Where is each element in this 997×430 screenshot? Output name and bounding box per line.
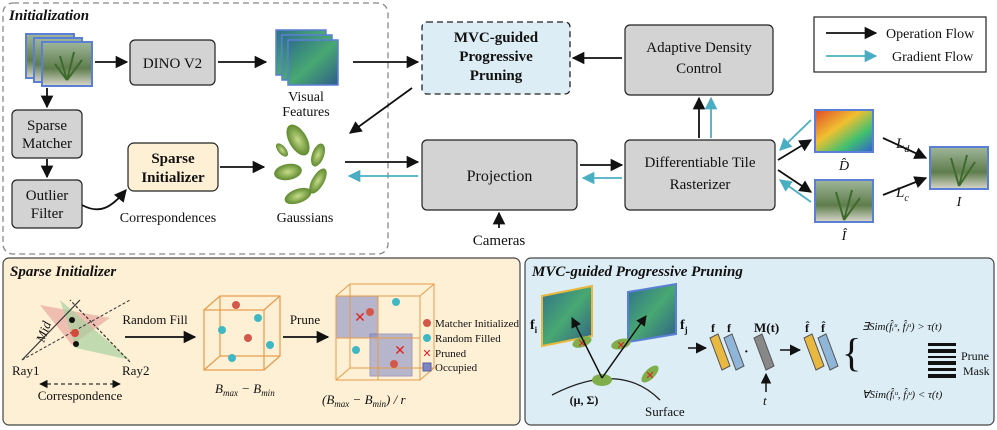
masked-pair-label: f̂ — [805, 321, 810, 335]
ground-truth-label: I — [956, 195, 963, 210]
operation-arrows — [345, 51, 928, 228]
mvc-pruning-label-2: Progressive — [459, 49, 533, 65]
correspondences-label: Correspondences — [120, 211, 216, 226]
masked-feature-vectors — [803, 333, 839, 371]
image-hat-label: Î — [841, 227, 848, 244]
brace: { — [842, 330, 861, 375]
input-images — [25, 33, 93, 87]
visual-features-icon — [275, 29, 339, 86]
rasterizer-box — [624, 139, 776, 211]
cond-exists: ∃Sim(f̂ᵢᵘ, f̂ⱼᵘ) > τ(t) — [862, 320, 942, 333]
sparse-matcher-label-2: Matcher — [22, 136, 72, 152]
visual-features-label-1: Visual — [288, 90, 324, 105]
legend-occupied-icon — [422, 362, 432, 372]
mt-label: M(t) — [754, 320, 779, 335]
legend-matcher-label: Matcher Initialized — [435, 318, 519, 330]
gaussians-label: Gaussians — [277, 211, 334, 226]
bounds-cube — [203, 295, 281, 371]
random-filled-points — [218, 301, 274, 362]
legend-box — [813, 16, 987, 73]
feature-vectors — [709, 333, 745, 371]
sparse-matcher-label-1: Sparse — [27, 118, 67, 134]
projection-box — [421, 139, 578, 211]
cameras-label: Cameras — [473, 233, 526, 249]
legend-random-dot — [423, 334, 431, 342]
outlier-filter-label-1: Outlier — [26, 188, 69, 204]
depth-render-image — [814, 109, 874, 153]
bounds-label: Bmax − Bmin — [215, 381, 275, 398]
prune-mask-label-1: Prune — [961, 349, 989, 363]
legend-occupied-label: Occupied — [435, 362, 478, 374]
voxel-grid: ✕ ✕ — [335, 283, 435, 381]
rasterizer-label-2: Rasterizer — [670, 177, 731, 193]
fj-label: fj — [680, 318, 688, 335]
legend-pruned-label: Pruned — [435, 348, 467, 360]
prune-mask-label-2: Mask — [963, 364, 990, 378]
dot-op: · — [744, 345, 749, 360]
ray2-label: Ray2 — [122, 363, 149, 378]
svg-text:✕: ✕ — [354, 310, 366, 326]
initialization-title: Initialization — [8, 8, 89, 24]
projection-label: Projection — [467, 168, 533, 185]
feature-pair-label: f — [711, 321, 716, 335]
ray1-label: Ray1 — [12, 363, 39, 378]
outlier-filter-label-2: Filter — [31, 206, 64, 222]
mask-vector — [753, 333, 775, 371]
sparse-panel-title: Sparse Initializer — [10, 264, 116, 280]
visual-features-label-2: Features — [282, 105, 329, 120]
legend-operation-label: Operation Flow — [886, 27, 975, 42]
adaptive-density-box — [624, 24, 774, 96]
surface-label: Surface — [645, 404, 685, 419]
fi-label: fi — [530, 318, 538, 335]
sparse-initializer-panel — [2, 257, 521, 426]
mvc-pruning-label-3: Pruning — [470, 68, 523, 84]
triangulation-sketch — [21, 299, 131, 389]
random-fill-label: Random Fill — [122, 312, 188, 327]
grid-size-label: (Bmax − Bmin) / r — [322, 392, 406, 409]
dino-v2-box — [129, 39, 216, 86]
outlier-filter-box — [11, 179, 83, 229]
cond-forall: ∀Sim(f̂ᵢᵘ, f̂ⱼᵘ) < τ(t) — [862, 388, 943, 401]
svg-text:✕: ✕ — [577, 337, 586, 350]
correspondence-label: Correspondence — [38, 388, 123, 403]
svg-text:✕: ✕ — [616, 339, 625, 352]
sparse-initializer-label-1: Sparse — [151, 151, 195, 167]
t-label: t — [763, 393, 767, 408]
legend-random-label: Random Filled — [435, 333, 501, 345]
color-render-image — [814, 179, 874, 223]
legend-pruned-icon: ✕ — [422, 347, 431, 360]
mvc-pruning-label-1: MVC-guided — [454, 30, 539, 46]
masked-pair-label-2: f̂ — [821, 321, 826, 335]
sparse-matcher-box — [11, 109, 83, 159]
init-arrows — [40, 55, 420, 211]
adaptive-density-label-1: Adaptive Density — [646, 40, 752, 56]
svg-text:✕: ✕ — [645, 369, 654, 382]
initialization-region — [2, 2, 389, 255]
color-loss-label: Lc — [895, 185, 909, 204]
legend-matcher-dot — [423, 319, 431, 327]
sparse-initializer-box — [127, 142, 219, 192]
dino-v2-label: DINO V2 — [143, 56, 202, 72]
feature-pair-label-2: f — [727, 321, 732, 335]
gaussians-icon — [274, 124, 327, 205]
adaptive-density-label-2: Control — [676, 61, 722, 77]
legend-gradient-label: Gradient Flow — [892, 50, 974, 65]
gradient-arrows — [347, 96, 812, 203]
mvc-pruning-box — [421, 21, 571, 95]
mu-sigma-label: (μ, Σ) — [570, 393, 599, 407]
mid-label: Mid — [32, 319, 54, 345]
depth-hat-label: D̂ — [838, 158, 849, 174]
projection-sketch: ✕ ✕ ✕ — [551, 315, 661, 401]
feature-maps — [541, 282, 677, 348]
prune-mask-icon — [928, 343, 956, 378]
rasterizer-label-1: Differentiable Tile — [645, 155, 756, 171]
svg-text:✕: ✕ — [394, 343, 406, 359]
prune-label: Prune — [290, 312, 321, 327]
sparse-initializer-label-2: Initializer — [141, 170, 205, 186]
mvc-panel-title: MVC-guided Progressive Pruning — [531, 264, 743, 280]
